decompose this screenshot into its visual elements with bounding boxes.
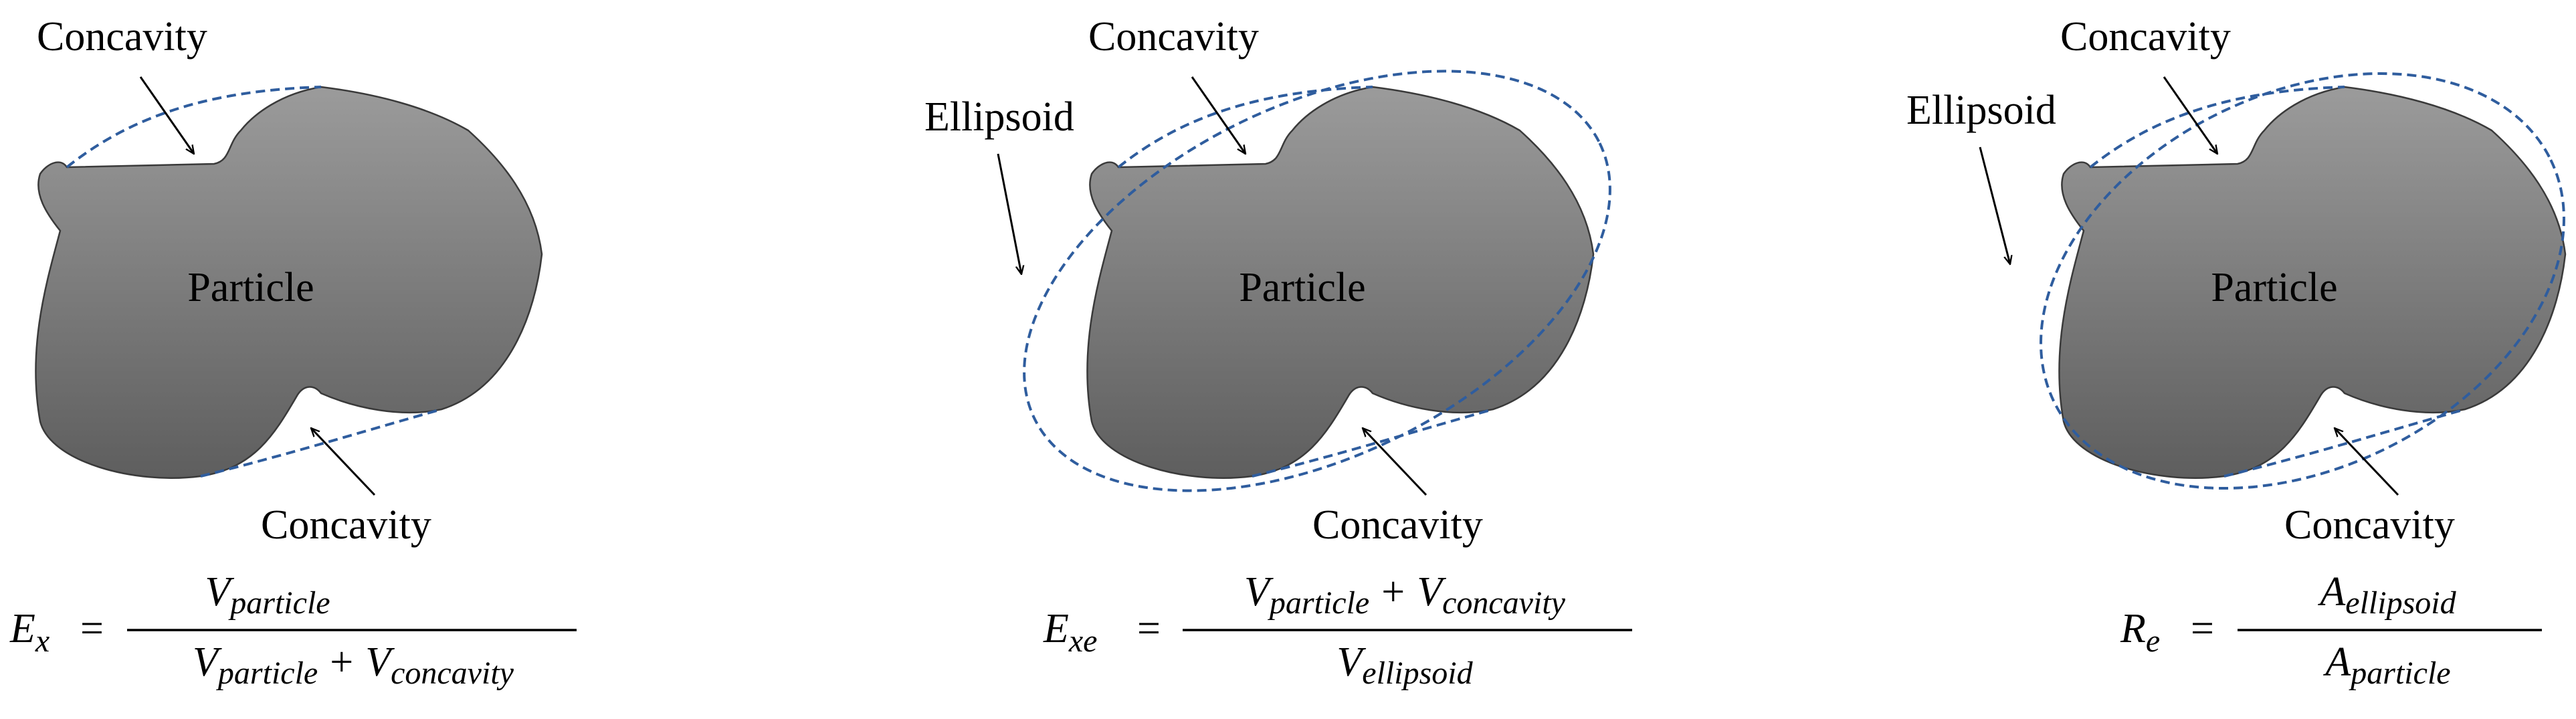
concavity-arrow-top (139, 76, 194, 154)
particle-label: Particle (187, 265, 314, 310)
equation-ex: Ex = Vparticle Vparticle+Vconcavity (9, 569, 577, 691)
concavity-arrow-top (1191, 76, 1246, 154)
concavity-label-top: Concavity (2060, 14, 2231, 60)
concavity-label-top: Concavity (1088, 14, 1259, 60)
hull-dashed-bottom (1252, 408, 1494, 478)
eq-den-subscript-2: concavity (391, 655, 514, 691)
panel-2: Concavity Ellipsoid Concavity Particle (924, 14, 1611, 548)
svg-text:Vparticle: Vparticle (205, 569, 330, 621)
svg-text:Ex: Ex (9, 606, 49, 659)
hull-dashed-bottom (2223, 408, 2466, 478)
ellipsoid-arrow (1979, 146, 2010, 264)
concavity-arrow-bottom (1363, 428, 1427, 496)
eq-lhs-subscript: e (2146, 623, 2160, 659)
eq-equals: = (1137, 606, 1161, 651)
hull-dashed-bottom (200, 408, 442, 478)
eq-lhs-symbol: E (9, 606, 35, 651)
concavity-label-bottom: Concavity (1312, 502, 1483, 548)
eq-num-symbol-2: V (1417, 569, 1446, 615)
eq-num-subscript: particle (228, 585, 330, 621)
svg-text:Vellipsoid: Vellipsoid (1336, 639, 1473, 691)
svg-text:Vparticle+Vconcavity: Vparticle + Vconcavity (193, 639, 514, 691)
concavity-arrow-bottom (2335, 428, 2399, 496)
eq-num-subscript-1: particle (1268, 585, 1369, 621)
hull-dashed-top (1117, 86, 1373, 169)
eq-num-subscript: ellipsoid (2345, 585, 2456, 621)
eq-num-symbol-1: V (1244, 569, 1274, 615)
hull-dashed-top (2089, 86, 2345, 169)
equation-exe: Exe = Vparticle + Vconcavity Vellipsoid (1043, 569, 1632, 691)
eq-den-symbol: A (2322, 639, 2351, 685)
eq-den-symbol-1: V (193, 639, 222, 685)
svg-text:Aparticle: Aparticle (2322, 639, 2450, 691)
eq-plus: + (1381, 569, 1405, 615)
eq-lhs-symbol: R (2120, 606, 2146, 651)
eq-lhs-symbol: E (1043, 606, 1069, 651)
concavity-label-bottom: Concavity (261, 502, 431, 548)
eq-lhs-subscript: xe (1068, 623, 1098, 659)
svg-text:Re: Re (2120, 606, 2160, 659)
svg-text:Vparticle+Vconcavity: Vparticle + Vconcavity (1244, 569, 1566, 621)
svg-text:Aellipsoid: Aellipsoid (2317, 569, 2456, 621)
eq-lhs-subscript: x (35, 623, 49, 659)
hull-dashed-top (66, 86, 322, 169)
eq-den-symbol: V (1336, 639, 1366, 685)
ellipsoid-label: Ellipsoid (1906, 88, 2056, 133)
eq-den-subscript: ellipsoid (1362, 655, 1473, 691)
particle-label: Particle (2211, 265, 2337, 310)
eq-num-symbol: A (2317, 569, 2346, 615)
concavity-label-bottom: Concavity (2284, 502, 2455, 548)
svg-text:Exe: Exe (1043, 606, 1097, 659)
ellipsoid-label: Ellipsoid (924, 94, 1074, 140)
eq-num-subscript-2: concavity (1442, 585, 1566, 621)
particle-label: Particle (1239, 265, 1365, 310)
eq-den-subscript-1: particle (216, 655, 318, 691)
eq-den-subscript: particle (2349, 655, 2450, 691)
eq-num-symbol: V (205, 569, 234, 615)
equation-re: Re = Aellipsoid Aparticle (2120, 569, 2542, 691)
eq-plus: + (330, 639, 353, 685)
concavity-arrow-bottom (311, 428, 376, 496)
panel-1: Concavity Concavity Particle (35, 14, 543, 548)
concavity-arrow-top (2163, 76, 2217, 154)
eq-den-symbol-2: V (365, 639, 395, 685)
eq-equals: = (80, 606, 104, 651)
eq-equals: = (2191, 606, 2214, 651)
panel-3: Concavity Ellipsoid Concavity Particle (1906, 14, 2567, 548)
ellipsoid-arrow (997, 153, 1021, 274)
concavity-label-top: Concavity (37, 14, 207, 60)
